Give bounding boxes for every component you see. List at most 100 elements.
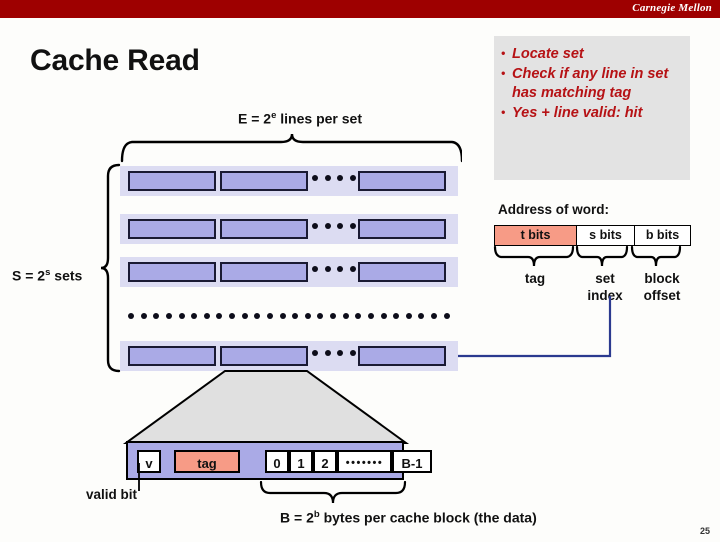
list-item: Locate set — [500, 44, 688, 64]
sets-count-label: S = 2s sets — [12, 267, 82, 284]
dot — [153, 313, 160, 319]
cache-line-box — [358, 219, 446, 239]
valid-bit-leader-line — [138, 463, 140, 491]
s-label-exponent: s — [45, 267, 51, 278]
dot — [229, 313, 235, 319]
sets-brace — [100, 163, 121, 373]
dot — [324, 266, 331, 272]
cache-line-box — [128, 219, 216, 239]
cache-line-box — [128, 262, 216, 282]
dot — [140, 313, 147, 319]
dot — [367, 313, 374, 319]
dot — [178, 313, 185, 319]
block-size-caption: B = 2b bytes per cache block (the data) — [280, 509, 537, 526]
dot — [128, 313, 134, 319]
list-item: Yes + line valid: hit — [500, 103, 688, 123]
lines-per-set-label: E = 2e lines per set — [155, 110, 445, 127]
dot — [324, 175, 331, 181]
data-byte-cell: 2 — [313, 450, 337, 473]
e-label-exponent: e — [271, 110, 277, 121]
dot — [312, 266, 318, 272]
page-title: Cache Read — [30, 44, 200, 77]
dot — [254, 313, 261, 319]
dot — [203, 313, 210, 319]
dot — [312, 350, 318, 356]
cache-line-box — [358, 171, 446, 191]
cache-line-box — [128, 171, 216, 191]
b-caption-exponent: b — [313, 509, 320, 520]
zoom-in-trapezoid — [122, 370, 410, 444]
dot — [405, 313, 412, 319]
cache-line-box — [358, 346, 446, 366]
institution-name: Carnegie Mellon — [632, 2, 712, 14]
dot — [292, 313, 299, 319]
dot — [342, 313, 349, 319]
address-sublabel-tag: tag — [524, 271, 546, 286]
address-field-b-bits: b bits — [635, 226, 690, 245]
cache-line-box — [128, 346, 216, 366]
address-field-row: t bits s bits b bits — [494, 225, 691, 246]
address-braces — [493, 246, 682, 267]
cache-line-ellipsis — [312, 223, 356, 229]
cache-line-ellipsis — [312, 350, 356, 356]
dot — [324, 350, 331, 356]
cache-line-box — [358, 262, 446, 282]
dot — [165, 313, 172, 319]
dot — [304, 313, 311, 319]
cache-line-ellipsis — [312, 175, 356, 181]
page-number: 25 — [699, 526, 710, 536]
dot — [312, 175, 318, 181]
dot — [337, 223, 344, 229]
dot — [393, 313, 400, 319]
cache-set-row — [120, 214, 458, 244]
dot — [279, 313, 286, 319]
s-label-suffix: sets — [50, 267, 83, 284]
set-index-connector — [454, 296, 612, 358]
dot — [349, 266, 356, 272]
data-byte-cell: 1 — [289, 450, 313, 473]
dot — [191, 313, 198, 319]
dot — [324, 223, 331, 229]
cache-set-row — [120, 257, 458, 287]
dot — [349, 350, 356, 356]
data-bytes-ellipsis-cell: ••••••• — [337, 450, 392, 473]
banner-underline — [0, 18, 720, 20]
cache-line-detail: v tag 0 1 2 ••••••• B-1 — [126, 441, 432, 480]
address-sublabel-block-offset: block offset — [643, 271, 681, 303]
address-of-word-label: Address of word: — [498, 202, 610, 217]
dot — [355, 313, 362, 319]
s-label-prefix: S = 2 — [12, 267, 46, 284]
address-field-s-bits: s bits — [577, 226, 635, 245]
cmu-banner — [0, 0, 720, 18]
data-byte-last-cell: B-1 — [392, 450, 432, 473]
steps-list: Locate set Check if any line in set has … — [500, 44, 688, 124]
cache-sets-ellipsis — [128, 313, 450, 319]
dot — [266, 313, 273, 319]
e-label-suffix: lines per set — [276, 110, 362, 127]
dot — [337, 350, 344, 356]
dot — [418, 313, 425, 319]
cache-line-ellipsis — [312, 266, 356, 272]
e-label-prefix: E = 2 — [238, 110, 272, 127]
lines-per-set-brace — [120, 133, 462, 163]
cache-line-box — [220, 171, 308, 191]
dot — [349, 223, 356, 229]
cache-line-box — [220, 262, 308, 282]
list-item: Check if any line in set has matching ta… — [500, 64, 688, 103]
cache-line-box — [220, 219, 308, 239]
dot — [431, 313, 437, 319]
dot — [317, 313, 324, 319]
b-caption-suffix: bytes per cache block (the data) — [319, 509, 537, 526]
steps-callout-box: Locate set Check if any line in set has … — [494, 36, 690, 180]
cache-line-box — [220, 346, 308, 366]
valid-bit-cell: v — [137, 450, 161, 473]
dot — [337, 175, 344, 181]
dot — [216, 313, 223, 319]
tag-cell: tag — [174, 450, 240, 473]
b-caption-prefix: B = 2 — [280, 509, 314, 526]
cache-set-row — [120, 166, 458, 196]
address-field-t-bits: t bits — [495, 226, 577, 245]
data-byte-cell: 0 — [265, 450, 289, 473]
dot — [330, 313, 336, 319]
